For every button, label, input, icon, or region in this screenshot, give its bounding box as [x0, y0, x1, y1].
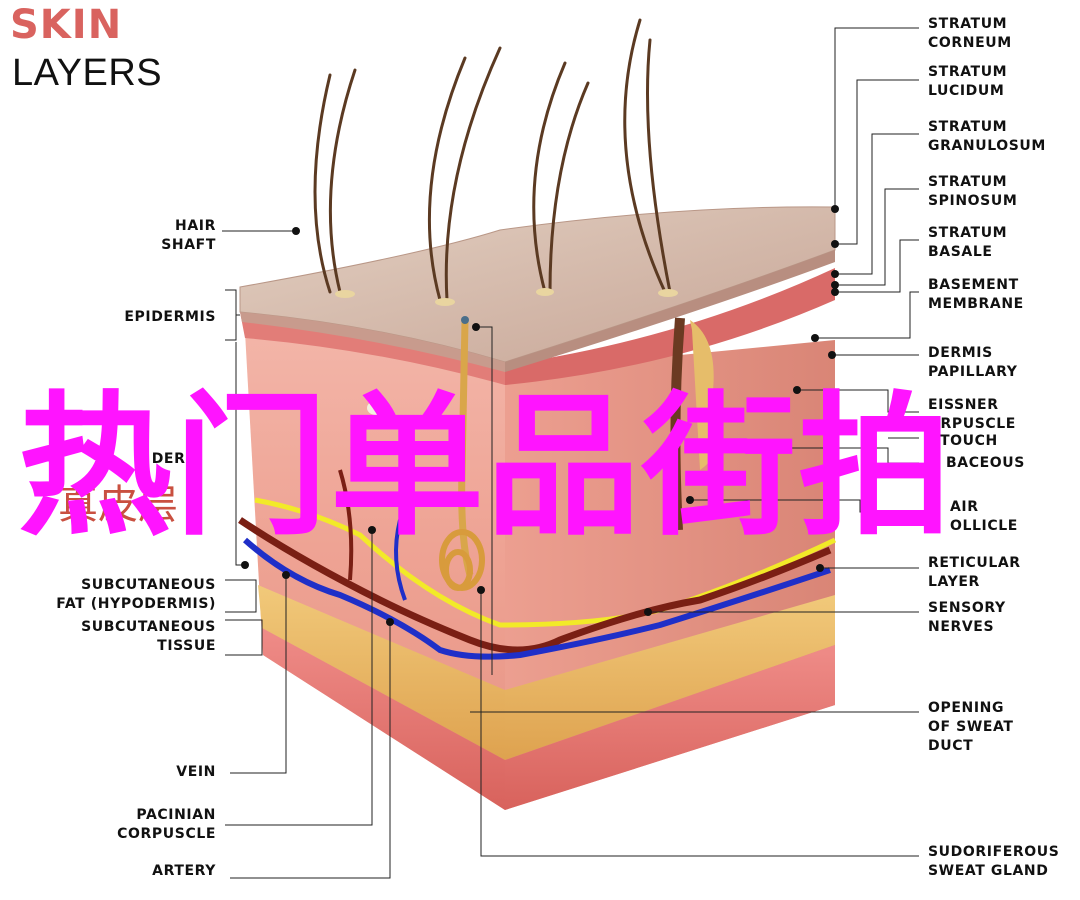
fat-layer-front [258, 585, 505, 760]
label-sensory-nerves: SENSORY NERVES [928, 600, 1006, 635]
pacinian-corpuscle-shape [367, 401, 385, 415]
label-subcutaneous-tissue: SUBCUTANEOUS TISSUE [81, 619, 216, 654]
label-basement-membrane: BASEMENT MEMBRANE [928, 277, 1024, 312]
label-hair-follicle-partial: AIR OLLICLE [950, 499, 1018, 534]
label-stratum-spinosum: STRATUM SPINOSUM [928, 174, 1018, 209]
artery-vessel [238, 517, 832, 654]
overlay-headline: 热门单品街拍 [18, 378, 955, 557]
label-epidermis: EPIDERMIS [124, 309, 216, 325]
label-touch-partial: TOUCH [940, 433, 998, 449]
label-sebaceous-partial: BACEOUS [946, 455, 1025, 471]
label-vein: VEIN [176, 764, 216, 780]
surface-side-rim [505, 250, 835, 372]
vein-branch [394, 519, 407, 601]
label-dermis-papillary: DERMIS PAPILLARY [928, 345, 1018, 380]
hairs [313, 18, 672, 302]
label-subcutaneous-fat: SUBCUTANEOUS FAT (HYPODERMIS) [56, 577, 216, 612]
label-stratum-granulosum: STRATUM GRANULOSUM [928, 119, 1046, 154]
sweat-pore [461, 316, 469, 324]
overlay-subtitle: 真皮层 [58, 482, 178, 528]
sebaceous-gland [690, 320, 719, 470]
label-stratum-corneum: STRATUM CORNEUM [928, 16, 1012, 51]
fat-layer-side [505, 595, 835, 760]
epidermis-strip-side [505, 268, 835, 385]
label-sweat-gland: SUDORIFEROUS SWEAT GLAND [928, 844, 1060, 879]
artery-branch [338, 469, 354, 581]
title-layers: LAYERS [12, 52, 163, 94]
label-dermis-partial: DERM [151, 451, 200, 467]
sweat-gland-coil [439, 529, 485, 591]
hair-follicle-shaft [670, 317, 685, 531]
skin-block [239, 206, 836, 810]
title-skin: SKIN [10, 2, 123, 48]
leader-dots [241, 205, 839, 626]
sensory-nerve [254, 497, 837, 628]
leader-lines [222, 27, 919, 879]
tissue-bottom-side [505, 645, 835, 810]
tissue-bottom-front [262, 628, 505, 810]
label-reticular-layer: RETICULAR LAYER [928, 555, 1021, 590]
hair-follicle-openings [335, 288, 678, 306]
label-artery: ARTERY [152, 863, 216, 879]
label-sweat-duct: OPENING OF SWEAT DUCT [928, 700, 1014, 754]
label-hair-shaft: HAIR SHAFT [161, 218, 216, 253]
surface-front-rim [240, 312, 505, 372]
label-stratum-basale: STRATUM BASALE [928, 225, 1008, 260]
label-stratum-lucidum: STRATUM LUCIDUM [928, 64, 1008, 99]
label-pacinian-corpuscle: PACINIAN CORPUSCLE [117, 807, 216, 842]
label-meissner-corpuscle-partial: EISSNER ORPUSCLE [928, 397, 1016, 432]
